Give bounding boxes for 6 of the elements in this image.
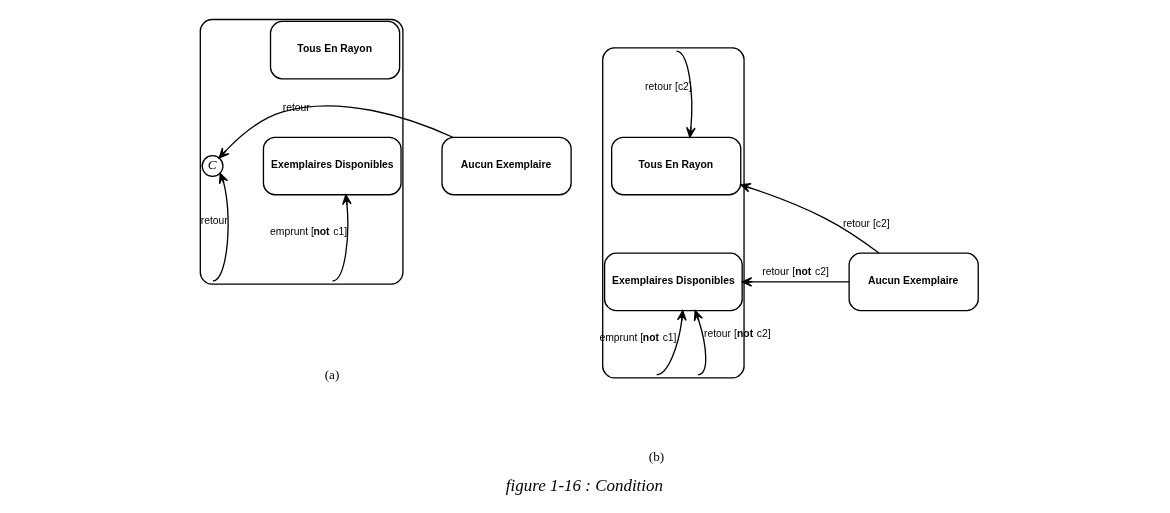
edge-label: retour [not c2] [761,266,829,278]
label: (a) [324,367,339,383]
label: (b) [648,449,664,465]
edge-label: emprunt [not c1] [269,225,347,237]
caption: figure 1-16 : Condition [505,476,663,496]
edge-label: retour [c2] [842,217,890,229]
